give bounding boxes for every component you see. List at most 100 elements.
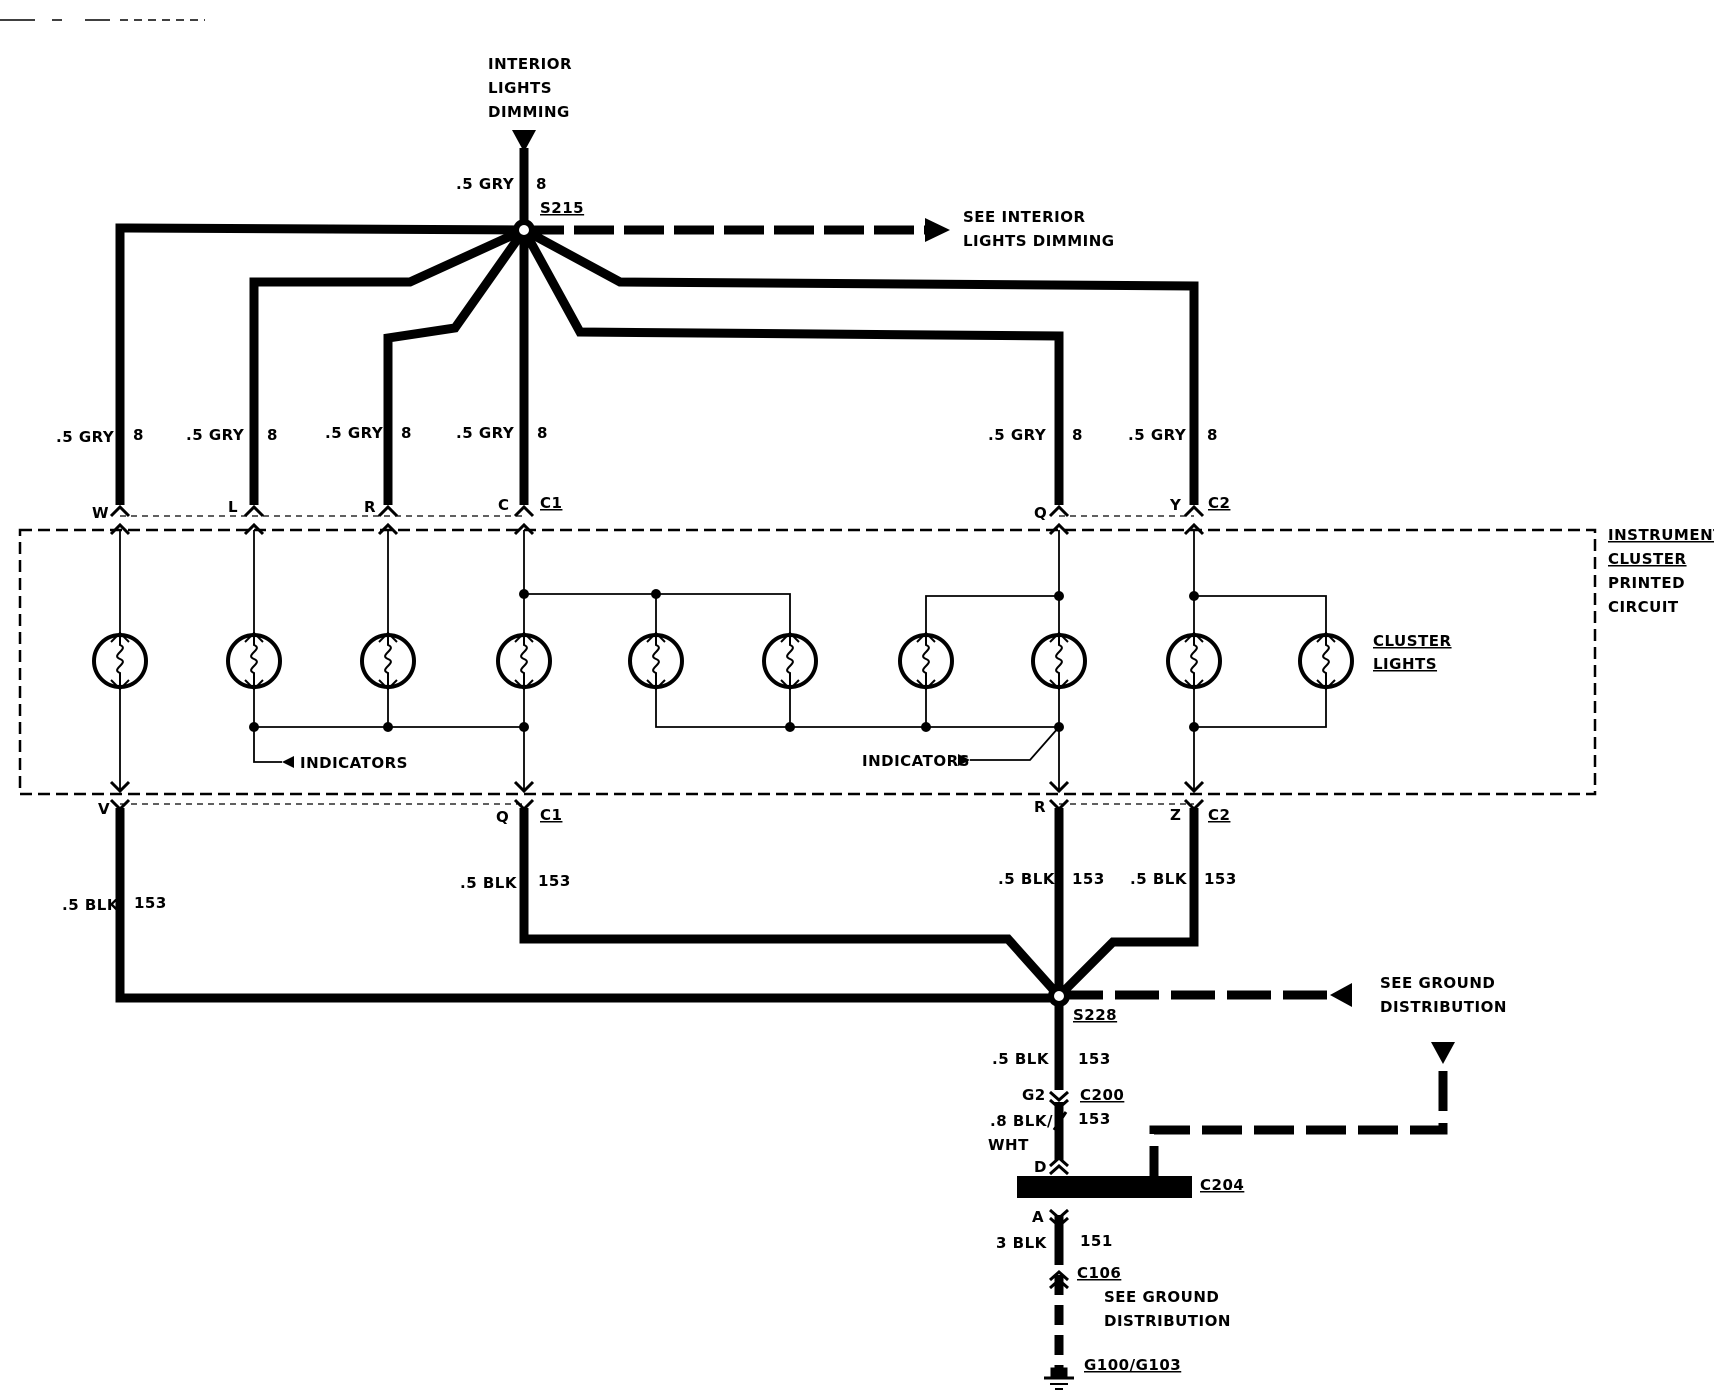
bulb-icon [226, 631, 282, 691]
wire-y-circuit: 8 [1207, 426, 1218, 444]
pin-z: Z [1170, 806, 1181, 824]
gwire-q-gauge: .5 BLK [460, 874, 518, 892]
c204-pin-top: D [1034, 1158, 1047, 1176]
c204-bar [1017, 1176, 1192, 1198]
gwire-r-gauge: .5 BLK [998, 870, 1056, 888]
cluster-lights-label-2: LIGHTS [1373, 655, 1437, 673]
dashed-wires [524, 225, 1448, 1368]
connector-c1-bottom: C1 [540, 806, 562, 824]
wire-c-gauge: .5 GRY [456, 424, 515, 442]
lower-wire-2-gauge-2: WHT [988, 1136, 1029, 1154]
bulb-icon [496, 631, 552, 691]
arrow-down-icon [512, 130, 536, 152]
wire-l-circuit: 8 [267, 426, 278, 444]
pin-q: Q [1034, 504, 1047, 522]
gwire-v-circuit: 153 [134, 894, 167, 912]
wire-l-gauge: .5 GRY [186, 426, 245, 444]
wire-c-circuit: 8 [537, 424, 548, 442]
wire-w-circuit: 8 [133, 426, 144, 444]
wire-q-gauge: .5 GRY [988, 426, 1047, 444]
bulb-icon [898, 631, 954, 691]
top-pin-terminals [109, 504, 1205, 536]
pin-l: L [228, 498, 238, 516]
ground-g100-label: G100/G103 [1084, 1356, 1181, 1374]
cluster-box-label-2: CLUSTER [1608, 550, 1687, 568]
bulb-icon [1031, 631, 1087, 691]
lower-wire-2-circuit: 153 [1078, 1110, 1111, 1128]
c204-label: C204 [1200, 1176, 1244, 1194]
splice-s215-label: S215 [540, 199, 584, 217]
gwire-z-circuit: 153 [1204, 870, 1237, 888]
gwire-v-gauge: .5 BLK [62, 896, 120, 914]
indicator-arrow-left-icon [282, 756, 294, 768]
gwire-z-gauge: .5 BLK [1130, 870, 1188, 888]
gwire-r-circuit: 153 [1072, 870, 1105, 888]
connector-c2-top: C2 [1208, 494, 1230, 512]
arrow-right-icon [925, 218, 950, 242]
bulb-icon [1298, 631, 1354, 691]
c200-label: C200 [1080, 1086, 1124, 1104]
cluster-lights-label-1: CLUSTER [1373, 632, 1452, 650]
see-ground-2-line-2: DISTRIBUTION [1104, 1312, 1231, 1330]
top-wire-circuit: 8 [536, 175, 547, 193]
bulb-icon [1166, 631, 1222, 691]
top-wire-gauge: .5 GRY [456, 175, 515, 193]
c204-pin-bottom: A [1032, 1208, 1044, 1226]
wire-r-circuit: 8 [401, 424, 412, 442]
splice-dots [513, 219, 1070, 1007]
see-interior-line-1: SEE INTERIOR [963, 208, 1086, 226]
cluster-bulbs [92, 631, 1354, 691]
wire-q-circuit: 8 [1072, 426, 1083, 444]
see-ground-2-line-1: SEE GROUND [1104, 1288, 1219, 1306]
lower-wire-1-circuit: 153 [1078, 1050, 1111, 1068]
gwire-q-circuit: 153 [538, 872, 571, 890]
ground-symbol-icon [1044, 1367, 1074, 1390]
see-ground-1-line-1: SEE GROUND [1380, 974, 1495, 992]
pin-q-bottom: Q [496, 808, 509, 826]
bulb-icon [92, 631, 148, 691]
cluster-box-label-1: INSTRUMENT [1608, 526, 1714, 544]
printed-circuit-traces [119, 530, 1327, 790]
top-input-label-1: INTERIOR [488, 55, 572, 73]
indicators-label-2: INDICATORS [862, 752, 970, 770]
cluster-box-label-4: CIRCUIT [1608, 598, 1679, 616]
splice-s228-label: S228 [1073, 1006, 1117, 1024]
indicators-label-1: INDICATORS [300, 754, 408, 772]
pin-r: R [364, 498, 376, 516]
pin-w: W [92, 504, 109, 522]
connector-c1-top: C1 [540, 494, 562, 512]
indicator-arrow-right-icon [958, 754, 970, 766]
arrowheads [512, 130, 1455, 1064]
labels: INTERIOR LIGHTS DIMMING .5 GRY 8 S215 SE… [56, 55, 1714, 1374]
lower-wire-2-gauge-1: .8 BLK/ [990, 1112, 1053, 1130]
pin-c: C [498, 496, 510, 514]
lower-wire-3-circuit: 151 [1080, 1232, 1113, 1250]
pin-y: Y [1169, 496, 1182, 514]
top-input-label-2: LIGHTS [488, 79, 552, 97]
thick-wires [115, 148, 1199, 1265]
c200-pin: G2 [1022, 1086, 1046, 1104]
bottom-pin-terminals [109, 780, 1205, 812]
bulb-icon [762, 631, 818, 691]
arrow-down-icon [1431, 1042, 1455, 1064]
bulb-icon [360, 631, 416, 691]
trunk-connectors [1049, 1090, 1069, 1290]
see-interior-line-2: LIGHTS DIMMING [963, 232, 1115, 250]
bulb-icon [628, 631, 684, 691]
arrow-left-icon [1330, 983, 1352, 1007]
pin-r-bottom: R [1034, 798, 1046, 816]
connector-c2-bottom: C2 [1208, 806, 1230, 824]
instrument-cluster-box [18, 528, 1597, 796]
pin-v: V [98, 800, 110, 818]
wire-r-gauge: .5 GRY [325, 424, 384, 442]
c106-label: C106 [1077, 1264, 1121, 1282]
top-input-label-3: DIMMING [488, 103, 570, 121]
wire-y-gauge: .5 GRY [1128, 426, 1187, 444]
cluster-box-label-3: PRINTED [1608, 574, 1685, 592]
lower-wire-1-gauge: .5 BLK [992, 1050, 1050, 1068]
lower-wire-3-gauge: 3 BLK [996, 1234, 1048, 1252]
connector-rails [120, 515, 1194, 805]
trace-junctions [249, 589, 1199, 732]
wire-w-gauge: .5 GRY [56, 428, 115, 446]
